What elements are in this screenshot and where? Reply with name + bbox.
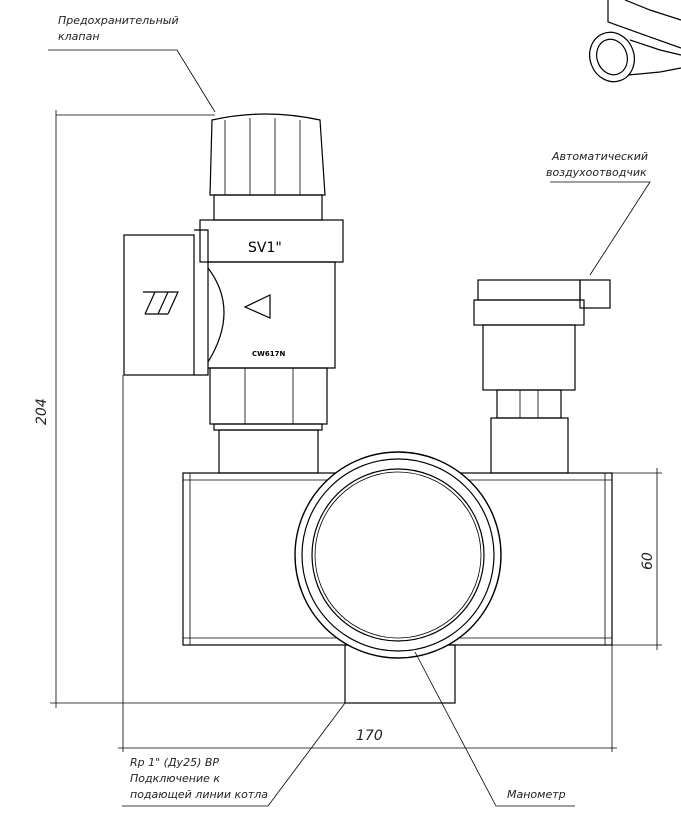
material-marking: CW617N — [252, 350, 285, 358]
connection-label-2: Подключение к — [130, 772, 220, 785]
air-vent-label-2: воздухоотводчик — [546, 166, 647, 179]
dimension-170: 170 — [118, 375, 617, 752]
safety-valve: SV1" CW617N — [123, 113, 344, 431]
gauge-leader — [414, 651, 575, 807]
dimension-width-label: 170 — [356, 728, 383, 744]
connection-label-1: Rp 1" (Ду25) ВР — [130, 756, 219, 769]
pressure-gauge — [294, 451, 502, 659]
dimension-60: 60 — [612, 468, 662, 650]
connection-leader — [122, 702, 346, 807]
safety-valve-label-1: Предохранительный — [58, 14, 179, 27]
air-vent-label-1: Автоматический — [551, 150, 648, 163]
automatic-air-vent — [473, 279, 611, 419]
air-vent-leader — [550, 181, 651, 276]
dimension-body-height-label: 60 — [640, 552, 656, 570]
safety-valve-leader — [48, 49, 216, 113]
connection-label-3: подающей линии котла — [130, 788, 268, 801]
safety-valve-label-2: клапан — [58, 30, 100, 43]
dimension-height-label: 204 — [34, 398, 50, 425]
gauge-label: Манометр — [507, 788, 566, 801]
dimension-204: 204 — [34, 110, 345, 708]
valve-model-marking: SV1" — [248, 240, 282, 256]
gauge-side-view-fragment — [589, 0, 681, 83]
